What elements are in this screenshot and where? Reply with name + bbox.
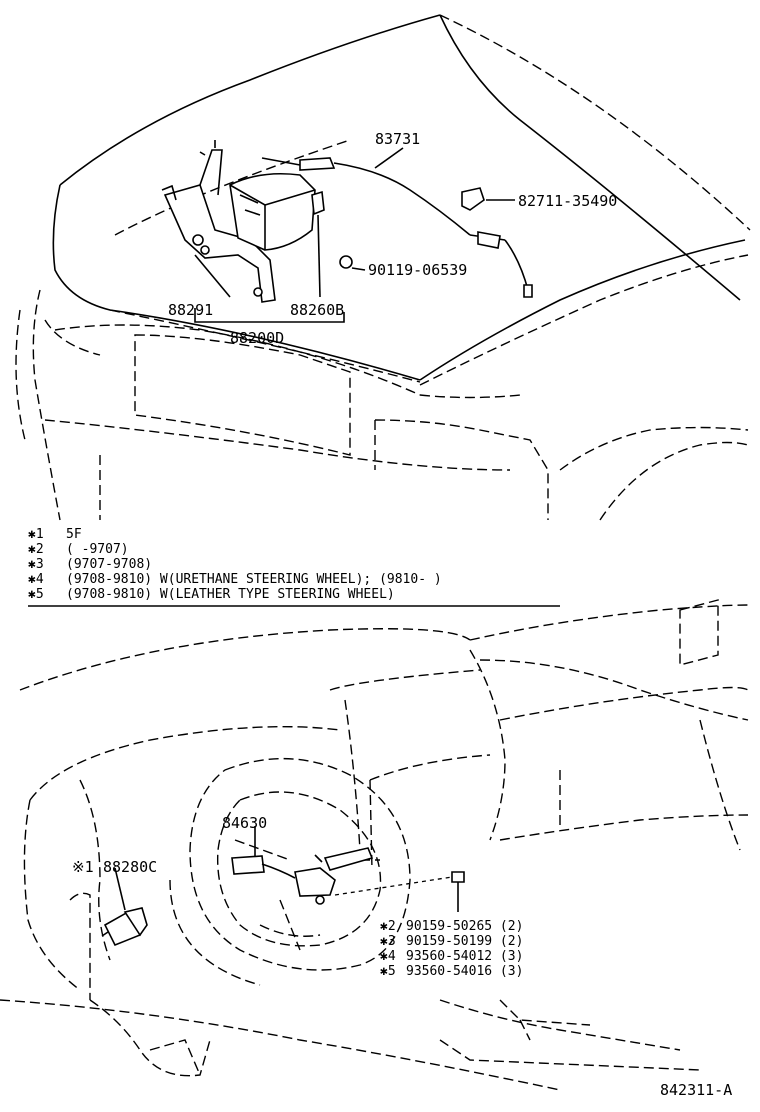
upper-callouts: 83731 82711-35490 90119-06539 88291 8826… xyxy=(168,130,617,347)
label-clip: 82711-35490 xyxy=(518,192,617,210)
sensor-drawing xyxy=(101,907,148,947)
note-text: (9708-9810) W(LEATHER TYPE STEERING WHEE… xyxy=(66,587,395,602)
steering-wheel-drawing xyxy=(169,758,411,986)
label-cable: 83731 xyxy=(375,130,420,148)
screw-mark: ✱3 xyxy=(380,934,396,949)
vehicle-body-drawing xyxy=(15,14,751,521)
screw-mark: ✱4 xyxy=(380,949,396,964)
svg-text:✱2( -9707): ✱2 ( -9707) xyxy=(28,542,129,557)
svg-text:✱15F: ✱1 5F xyxy=(28,527,82,542)
label-bolt: 90119-06539 xyxy=(368,261,467,279)
note-mark: ✱1 xyxy=(28,527,44,542)
note-text: ( -9707) xyxy=(66,542,129,557)
cruise-switch-drawing xyxy=(231,847,465,912)
screw-list: ✱2 90159-50265 (2) ✱3 90159-50199 (2) ✱4 93… xyxy=(380,919,523,979)
label-switch: 84630 xyxy=(222,814,267,832)
throttle-cable-drawing xyxy=(261,157,533,298)
note-text: 5F xyxy=(66,527,82,542)
screw-mark: ✱5 xyxy=(380,964,396,979)
upper-leader-lines xyxy=(194,147,515,323)
screw-mark: ✱2 xyxy=(380,919,396,934)
label-bracket: 88291 xyxy=(168,301,213,319)
note-text: (9707-9708) xyxy=(66,557,152,572)
svg-text:✱3(9707-9708): ✱3 (9707-9708) xyxy=(28,557,152,572)
screw-text: 93560-54012 (3) xyxy=(406,949,523,964)
note-mark: ✱3 xyxy=(28,557,44,572)
screw-text: 90159-50199 (2) xyxy=(406,934,523,949)
svg-text:✱4(9708-9810) W(URETHANE STEER: ✱4 (9708-9810) W(URETHANE STEERING WHEEL)… xyxy=(28,572,442,587)
dashboard-drawing xyxy=(0,599,749,1091)
label-actuator: 88260B xyxy=(290,301,344,319)
screw-text: 93560-54016 (3) xyxy=(406,964,523,979)
lower-callouts: 84630 ※1 88280C xyxy=(72,814,267,876)
notes-block: ✱1 5F ✱2 ( -9707) ✱3 (9707-9708) ✱4 (9708-98… xyxy=(28,527,560,607)
lower-leader-lines xyxy=(114,826,256,911)
screw-text: 90159-50265 (2) xyxy=(406,919,523,934)
note-mark: ✱5 xyxy=(28,587,44,602)
actuator-assembly-drawing xyxy=(161,140,325,303)
svg-text:✱5(9708-9810) W(LEATHER TYPE S: ✱5 (9708-9810) W(LEATHER TYPE STEERING WH… xyxy=(28,587,395,602)
note-mark: ✱4 xyxy=(28,572,44,587)
label-sensor: 88280C xyxy=(103,858,157,876)
label-assembly: 88200D xyxy=(230,329,284,347)
note-mark: ✱2 xyxy=(28,542,44,557)
note-text: (9708-9810) W(URETHANE STEERING WHEEL); … xyxy=(66,572,442,587)
label-sensor-prefix: ※1 xyxy=(72,858,94,876)
figure-id: 842311-A xyxy=(660,1081,732,1099)
